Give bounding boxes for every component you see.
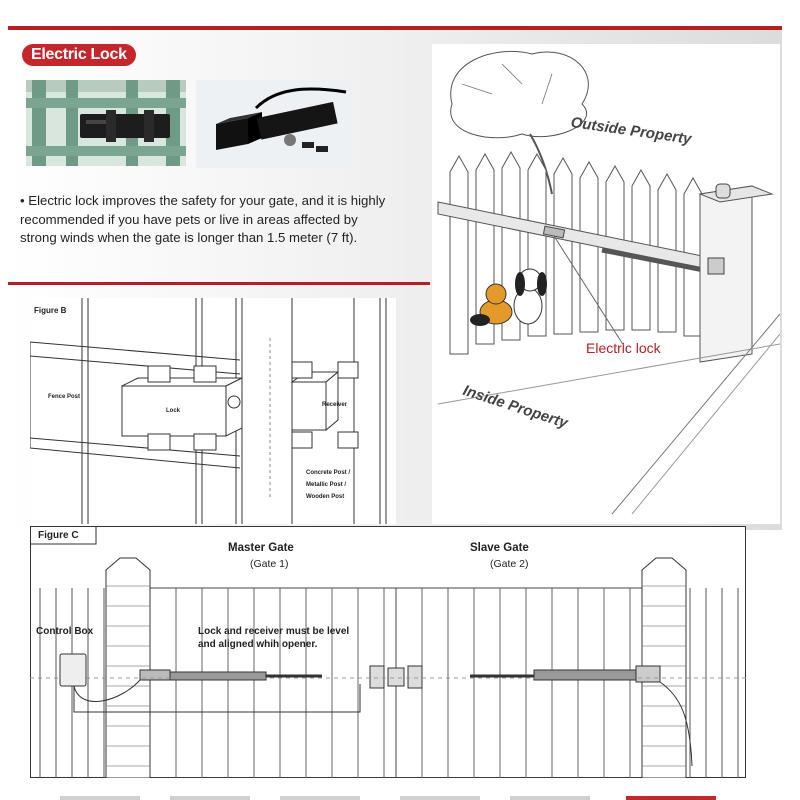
top-red-rule <box>8 26 782 30</box>
electric-lock-callout: Electric lock <box>586 340 661 356</box>
control-box-label: Control Box <box>36 626 94 637</box>
lock-label: Lock <box>166 408 181 414</box>
footer-mark <box>280 796 360 800</box>
master-gate-label: Master Gate <box>228 542 294 554</box>
alignment-note-line-1: Lock and receiver must be level <box>198 626 350 637</box>
property-scene-illustration: Outside Property Electric lock Inside Pr… <box>432 44 781 524</box>
post-type-line-3: Wooden Post <box>306 494 345 500</box>
master-gate-sub: (Gate 1) <box>250 558 289 570</box>
alignment-note-line-2: and aligned whih opener. <box>198 639 318 650</box>
footer-mark <box>170 796 250 800</box>
slave-gate-label: Slave Gate <box>470 542 529 554</box>
post-type-line-1: Concrete Post / <box>306 470 351 476</box>
footer-accent-mark <box>626 796 716 800</box>
fence-post-label: Fence Post <box>48 394 81 400</box>
figure-b-title: Figure B <box>34 306 67 315</box>
footer-mark <box>510 796 590 800</box>
post-type-line-2: Metallic Post / <box>306 482 347 488</box>
gate-lock-photo <box>26 80 186 166</box>
description-text: • Electric lock improves the safety for … <box>20 193 386 245</box>
figure-c-diagram: Figure C Master Gate (Gate 1) Slave Gate… <box>30 526 746 779</box>
section-badge: Electric Lock <box>22 44 136 66</box>
footer-mark <box>400 796 480 800</box>
footer-mark <box>60 796 140 800</box>
slave-gate-sub: (Gate 2) <box>490 558 529 570</box>
section-divider <box>8 282 430 285</box>
receiver-label: Receiver <box>322 402 348 408</box>
figure-c-title: Figure C <box>38 530 79 541</box>
lock-product-photo <box>196 80 354 168</box>
figure-b-diagram: Figure B Fence Post Lock Receiver Concre… <box>29 298 396 524</box>
